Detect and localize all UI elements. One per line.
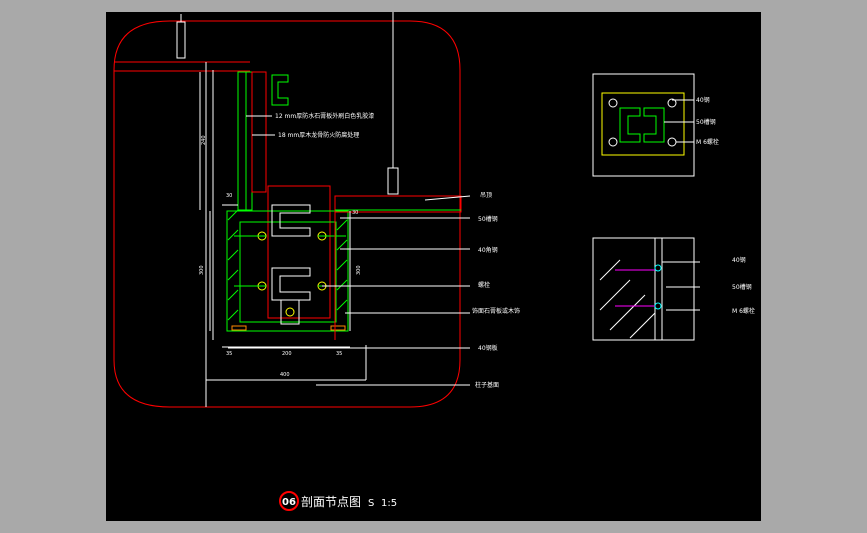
dim-bottom-total: 400 [280, 372, 290, 378]
detail-bottom-label-c: M 6螺栓 [732, 307, 755, 315]
foot-right [330, 325, 346, 331]
scale-prefix: S [368, 498, 374, 509]
dim-upper-left-vertical: 240 [201, 135, 207, 145]
callout-angle-40: 40角钢 [478, 246, 498, 254]
dim-bottom-200: 200 [282, 351, 292, 357]
callout-bolt: 螺栓 [478, 281, 490, 289]
dim-left-vertical: 300 [199, 265, 205, 275]
channel-top [271, 74, 289, 106]
detail-top-label-a: 40钢 [696, 96, 710, 104]
board-strip-outer [237, 71, 247, 211]
detail-bottom [592, 237, 700, 341]
main-section [113, 12, 471, 408]
detail-bottom-label-a: 40钢 [732, 256, 746, 264]
cad-viewport[interactable] [106, 12, 761, 521]
foot-left [231, 325, 247, 331]
frame-outline [113, 20, 461, 408]
dim-right-vertical: 300 [356, 265, 362, 275]
title-badge: 06 [282, 497, 296, 508]
callout-angle-50: 50槽钢 [478, 215, 498, 223]
title-block: 06 剖面节点图 S 1:5 [279, 491, 397, 511]
channel-lower [271, 267, 311, 301]
title-badge-circle [279, 491, 299, 511]
detail-top-label-c: M 6螺栓 [696, 138, 719, 146]
detail-top-label-b: 50槽钢 [696, 118, 716, 126]
hatch-left [227, 209, 239, 321]
hatch-right [336, 219, 348, 311]
callout-top-angle: 吊顶 [480, 192, 492, 199]
callout-ceiling: 柱子基面 [475, 381, 499, 389]
ceiling-slab [334, 195, 462, 213]
detail-top [592, 73, 695, 177]
scale-value: 1:5 [381, 498, 397, 509]
channel-upper [271, 204, 311, 237]
callout-board-bottom: 40钢板 [478, 344, 498, 352]
detail-bottom-label-b: 50槽钢 [732, 283, 752, 291]
wood-stud [251, 71, 267, 193]
inner-green-box [239, 221, 337, 323]
dim-stub: 30 [352, 210, 358, 216]
dim-bottom-35-right: 35 [336, 351, 342, 357]
bottom-anchor [280, 299, 300, 325]
title-text: 剖面节点图 [301, 495, 361, 509]
red-box [267, 185, 331, 319]
outer-green-box [226, 210, 349, 332]
hanger-left [176, 21, 186, 59]
hanger-right [387, 167, 399, 195]
callout-finish: 饰面石膏板或木饰 [472, 307, 520, 315]
callout-board-outer: 12 mm厚防水石膏板外刷白色乳胶漆 [275, 112, 374, 120]
callout-board-inner: 18 mm厚木龙骨防火防腐处理 [278, 131, 359, 139]
dim-bottom-35-left: 35 [226, 351, 232, 357]
dim-top-left-small: 30 [226, 193, 232, 199]
board-strip-inner [245, 71, 253, 211]
